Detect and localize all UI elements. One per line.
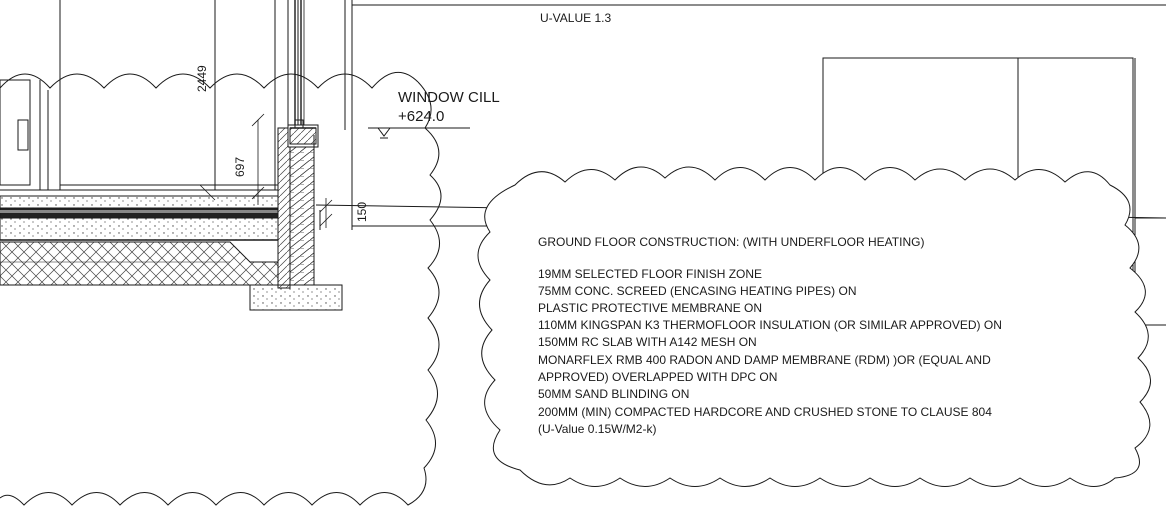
spec-line: (U-Value 0.15W/M2-k) [538,422,656,436]
revision-cloud-note [477,166,1151,487]
spec-heading: GROUND FLOOR CONSTRUCTION: (WITH UNDERFL… [538,235,924,249]
dimension-697: 697 [233,157,247,177]
spec-line: 19MM SELECTED FLOOR FINISH ZONE [538,267,762,281]
dimensions [199,113,333,228]
floor-section [0,0,1166,311]
revision-cloud-left [0,81,442,506]
spec-lines: 19MM SELECTED FLOOR FINISH ZONE 75MM CON… [538,267,1002,436]
spec-line: PLASTIC PROTECTIVE MEMBRANE ON [538,301,762,315]
window-cill-level: +624.0 [398,108,444,125]
spec-line: MONARFLEX RMB 400 RADON AND DAMP MEMBRAN… [538,353,991,367]
u-value-label: U-VALUE 1.3 [540,11,611,25]
spec-line: 75MM CONC. SCREED (ENCASING HEATING PIPE… [538,284,857,298]
spec-line: 150MM RC SLAB WITH A142 MESH ON [538,335,757,349]
spec-line: 50MM SAND BLINDING ON [538,387,689,401]
spec-line: 200MM (MIN) COMPACTED HARDCORE AND CRUSH… [538,405,992,419]
spec-line: 110MM KINGSPAN K3 THERMOFLOOR INSULATION… [538,318,1002,332]
level-marker [368,127,470,139]
dimension-150: 150 [355,202,369,222]
revision-cloud-top [0,72,419,89]
dimension-2449: 2449 [195,65,209,92]
window-cill-title: WINDOW CILL [398,89,500,106]
spec-line: APPROVED) OVERLAPPED WITH DPC ON [538,370,777,384]
